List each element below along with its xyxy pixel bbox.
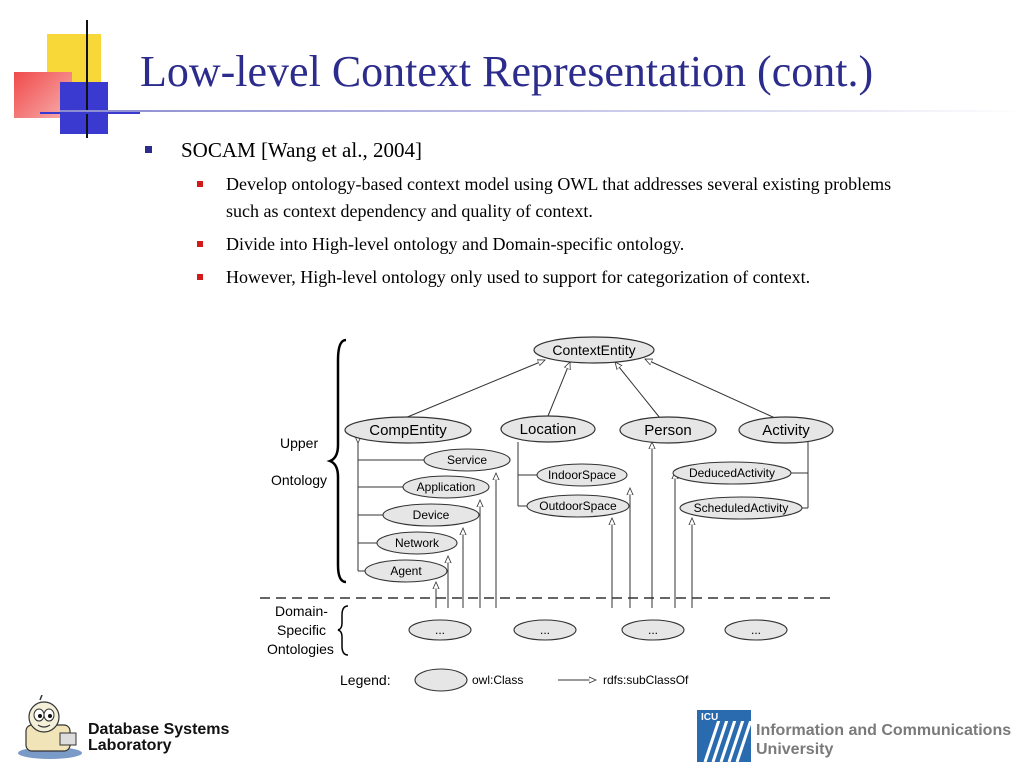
domain-ontology-node: ... — [513, 619, 577, 641]
svg-text:owl:Class: owl:Class — [472, 673, 523, 687]
bullet-list: SOCAM [Wang et al., 2004] Develop ontolo… — [145, 137, 905, 291]
svg-text:ScheduledActivity: ScheduledActivity — [694, 501, 789, 515]
corner-decoration — [0, 0, 140, 140]
node-device: Device — [382, 503, 480, 527]
title-divider — [60, 110, 1024, 112]
svg-text:OutdoorSpace: OutdoorSpace — [539, 499, 617, 513]
svg-text:DeducedActivity: DeducedActivity — [689, 466, 775, 480]
node-context-entity: ContextEntity — [533, 336, 655, 364]
domain-ontology-node: ... — [408, 619, 472, 641]
node-outdoor-space: OutdoorSpace — [526, 494, 630, 518]
bullet-main: SOCAM [Wang et al., 2004] — [145, 137, 905, 163]
svg-text:Location: Location — [520, 421, 577, 438]
node-agent: Agent — [364, 559, 448, 583]
domain-label: Domain- — [275, 603, 328, 619]
domain-label: Ontologies — [267, 641, 334, 657]
upper-label: Ontology — [271, 472, 327, 488]
upper-label: Upper — [280, 435, 318, 451]
domain-ontology-node: ... — [621, 619, 685, 641]
svg-text:Agent: Agent — [390, 564, 422, 578]
lab-name: Database Systems Laboratory — [88, 722, 229, 754]
svg-text:...: ... — [751, 623, 761, 637]
svg-text:Device: Device — [413, 508, 450, 522]
node-deduced-activity: DeducedActivity — [672, 461, 792, 485]
svg-text:Legend:: Legend: — [340, 672, 391, 688]
node-person: Person — [619, 416, 717, 444]
node-activity: Activity — [738, 416, 834, 444]
university-line2: University — [756, 741, 834, 758]
svg-text:rdfs:subClassOf: rdfs:subClassOf — [603, 673, 689, 687]
svg-text:Service: Service — [447, 453, 487, 467]
sub-bullet: However, High-level ontology only used t… — [145, 264, 905, 291]
node-comp-entity: CompEntity — [344, 416, 472, 444]
svg-text:IndoorSpace: IndoorSpace — [548, 468, 616, 482]
node-network: Network — [376, 531, 458, 555]
node-service: Service — [423, 448, 511, 472]
svg-text:...: ... — [540, 623, 550, 637]
ontology-diagram: Upper Ontology — [260, 336, 834, 692]
slide-title: Low-level Context Representation (cont.) — [140, 47, 874, 96]
lab-name-line1: Database Systems — [88, 721, 230, 738]
svg-text:...: ... — [435, 623, 445, 637]
svg-text:ContextEntity: ContextEntity — [552, 342, 635, 358]
node-application: Application — [402, 475, 490, 499]
sub-bullet: Divide into High-level ontology and Doma… — [145, 231, 905, 258]
svg-text:Application: Application — [417, 480, 476, 494]
lab-name-line2: Laboratory — [88, 737, 172, 754]
lab-mascot-icon — [18, 695, 82, 759]
node-location: Location — [500, 415, 596, 443]
domain-ontology-node: ... — [724, 619, 788, 641]
university-name: Information and Communications Universit… — [756, 721, 1011, 759]
sub-bullet: Develop ontology-based context model usi… — [145, 171, 905, 225]
svg-text:ICU: ICU — [701, 712, 718, 723]
university-line1: Information and Communications — [756, 722, 1012, 739]
svg-text:...: ... — [648, 623, 658, 637]
domain-brace — [337, 605, 349, 656]
domain-label: Specific — [277, 622, 326, 638]
svg-text:Activity: Activity — [762, 422, 810, 439]
upper-brace — [326, 338, 347, 584]
diagram-legend: Legend: owl:Class rdfs:subClassOf — [340, 668, 689, 692]
svg-text:CompEntity: CompEntity — [369, 422, 447, 439]
node-scheduled-activity: ScheduledActivity — [679, 496, 803, 520]
svg-text:Network: Network — [395, 536, 440, 550]
icu-logo: ICU — [697, 710, 751, 762]
svg-text:Person: Person — [644, 422, 692, 439]
node-indoor-space: IndoorSpace — [536, 463, 628, 487]
